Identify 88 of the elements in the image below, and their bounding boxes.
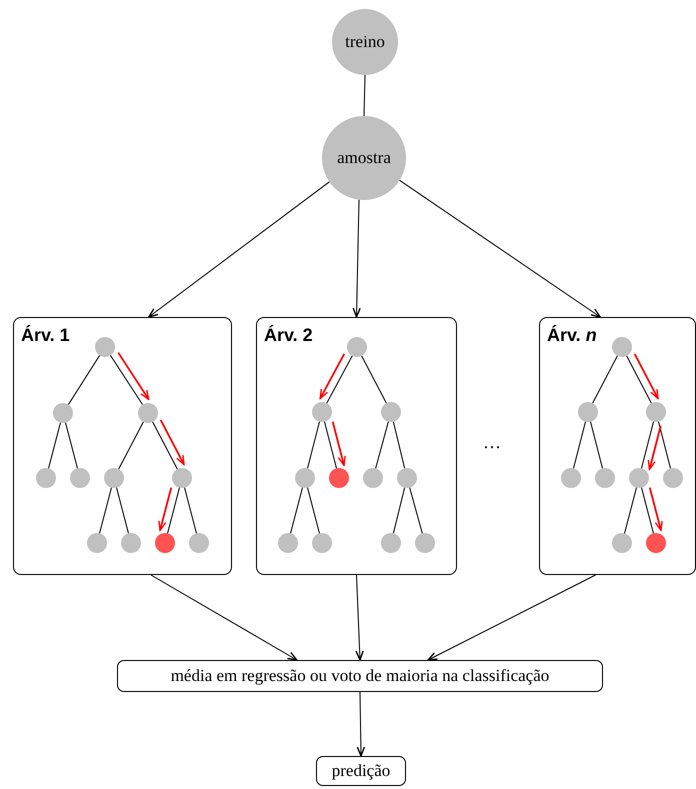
tree-node: [612, 533, 632, 553]
connector-line: [624, 487, 637, 534]
connector-line: [573, 421, 586, 469]
connector-line: [110, 354, 144, 406]
tree-node: [70, 468, 90, 488]
tree-node: [95, 337, 115, 357]
tree-node: [629, 468, 649, 488]
tree-node: [612, 337, 632, 357]
connector-line: [324, 421, 337, 469]
tree-node: [329, 468, 349, 488]
tree-node: [138, 403, 158, 423]
connector-line: [641, 487, 654, 534]
arrow: [160, 420, 185, 466]
arrow: [352, 199, 361, 318]
panel-title: Árv. 2: [264, 325, 313, 346]
connector-line: [641, 421, 654, 469]
connector-line: [364, 74, 366, 116]
connector-line: [307, 421, 320, 469]
tree-node: [312, 533, 332, 553]
tree-node: [87, 533, 107, 553]
node-label: média em regressão ou voto de maioria na classificação: [170, 666, 550, 686]
node-label: predição: [332, 761, 390, 781]
arrow: [648, 487, 663, 532]
connector-line: [116, 487, 129, 534]
tree-node: [381, 402, 401, 422]
connector-line: [65, 422, 78, 469]
connector-line: [658, 421, 671, 469]
tree-node: [189, 533, 209, 553]
connector-line: [184, 487, 197, 534]
connector-line: [592, 355, 618, 404]
arrow: [399, 180, 601, 318]
arrow: [356, 692, 366, 757]
connector-line: [361, 355, 387, 404]
tree-node: [347, 337, 367, 357]
tree-panel: [539, 317, 696, 575]
tree-node: [595, 468, 615, 488]
arrow: [158, 487, 172, 532]
connector-line: [375, 421, 389, 469]
arrow: [648, 425, 662, 470]
connector-line: [290, 487, 303, 534]
connector-line: [326, 355, 353, 404]
tree-node: [278, 533, 298, 553]
arrow: [634, 354, 659, 400]
arrow: [118, 352, 150, 400]
tree-node: [363, 468, 383, 488]
tree-node: [578, 402, 598, 422]
tree-node: [53, 403, 73, 423]
tree-panel: [256, 317, 457, 575]
tree-node: [646, 533, 666, 553]
tree-node: [295, 468, 315, 488]
arrow: [332, 421, 346, 466]
connector-line: [99, 487, 112, 534]
tree-node: [381, 533, 401, 553]
connector-line: [307, 487, 320, 534]
tree-node: [663, 468, 683, 488]
arrow: [319, 353, 346, 400]
arrow: [355, 574, 364, 661]
tree-node: [36, 468, 56, 488]
arrow: [148, 181, 330, 318]
tree-node: [104, 468, 124, 488]
tree-node: [397, 468, 417, 488]
arrow: [427, 574, 596, 661]
connector-line: [590, 421, 603, 469]
connector-line: [409, 487, 423, 534]
tree-node: [415, 533, 435, 553]
tree-node: [646, 402, 666, 422]
connector-line: [152, 421, 178, 470]
connector-line: [118, 421, 144, 470]
connector-line: [48, 422, 61, 469]
tree-node: [121, 533, 141, 553]
connector-line: [392, 421, 406, 469]
tree-node: [155, 533, 175, 553]
tree-node: [312, 402, 332, 422]
panel-title: Árv. 1: [21, 325, 70, 346]
connector-line: [626, 355, 652, 404]
connector-line: [68, 354, 100, 406]
tree-node: [561, 468, 581, 488]
tree-panel: [13, 317, 232, 575]
result-box: [316, 756, 406, 786]
node-label: treino: [345, 32, 385, 52]
connector-line: [392, 487, 406, 534]
arrow: [150, 574, 298, 661]
panel-title: Árv. n: [547, 325, 597, 346]
ellipsis-label: …: [483, 432, 501, 453]
tree-node: [172, 468, 192, 488]
result-box: [117, 660, 603, 692]
connector-line: [167, 487, 180, 534]
node-label: amostra: [337, 148, 391, 168]
